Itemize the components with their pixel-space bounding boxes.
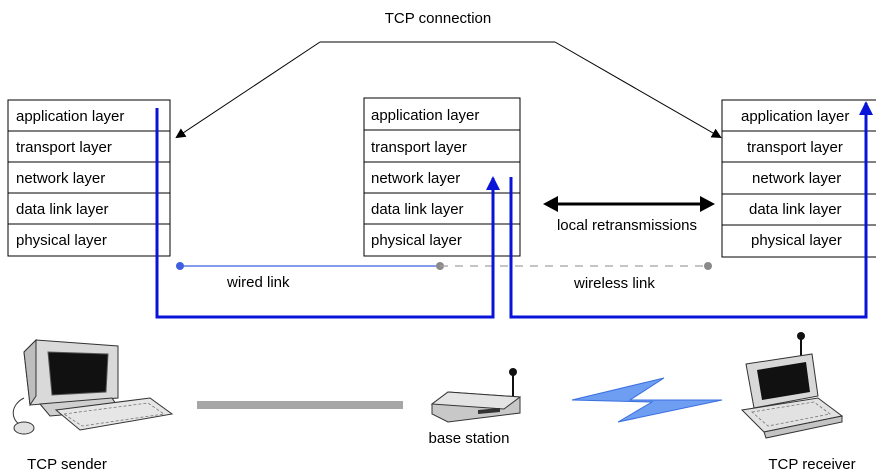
- local-retransmissions-arrow: [543, 196, 715, 212]
- base-layer-network: network layer: [371, 170, 460, 187]
- receiver-layer-transport: transport layer: [747, 139, 843, 156]
- tcp-connection-left-arrow: [175, 41, 321, 139]
- wireless-link-endpoint-right: [704, 262, 712, 270]
- tcp-connection-label: TCP connection: [385, 10, 491, 27]
- sender-layer-data-link: data link layer: [16, 201, 109, 218]
- base-station-protocol-stack: application layer transport layer networ…: [363, 97, 521, 257]
- receiver-layer-data-link: data link layer: [749, 201, 842, 218]
- sender-layer-application: application layer: [16, 108, 124, 125]
- sender-protocol-stack: application layer transport layer networ…: [7, 99, 171, 257]
- receiver-layer-network: network layer: [752, 170, 841, 187]
- base-layer-transport: transport layer: [371, 139, 467, 156]
- base-station-label: base station: [429, 430, 510, 447]
- tcp-sender-label: TCP sender: [27, 456, 107, 473]
- lightning-bolt-icon: [571, 377, 723, 423]
- data-path-base-to-receiver: [509, 101, 873, 319]
- receiver-layer-application: application layer: [741, 108, 849, 125]
- wired-cable: [197, 401, 403, 409]
- wired-link-label: wired link: [226, 274, 290, 291]
- base-layer-application: application layer: [371, 107, 479, 124]
- receiver-protocol-stack: application layer transport layer networ…: [721, 99, 876, 258]
- receiver-layer-physical: physical layer: [751, 232, 842, 249]
- desktop-computer-icon: [12, 338, 174, 435]
- sender-layer-transport: transport layer: [16, 139, 112, 156]
- sender-layer-network: network layer: [16, 170, 105, 187]
- wireless-link-label: wireless link: [573, 275, 655, 292]
- data-path-sender-to-base: [155, 108, 500, 319]
- laptop-icon: [740, 332, 844, 439]
- sender-layer-physical: physical layer: [16, 232, 107, 249]
- base-layer-data-link: data link layer: [371, 201, 464, 218]
- wireless-router-icon: [430, 368, 522, 423]
- base-layer-physical: physical layer: [371, 232, 462, 249]
- local-retransmissions-label: local retransmissions: [557, 217, 697, 234]
- tcp-connection-right-arrow: [554, 41, 722, 138]
- wired-link-endpoint-left: [176, 262, 184, 270]
- tcp-receiver-label: TCP receiver: [768, 456, 855, 473]
